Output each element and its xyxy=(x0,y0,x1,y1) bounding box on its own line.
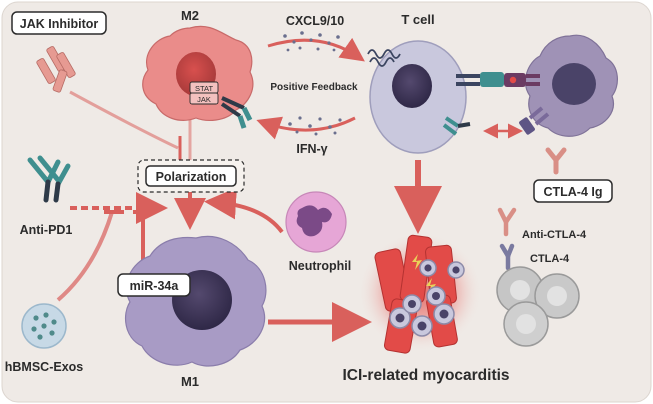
myocarditis-tissue xyxy=(358,232,482,354)
cxcl-particles xyxy=(283,31,340,52)
antigen-presenting-cell xyxy=(504,34,618,137)
mir34a-label: miR-34a xyxy=(130,279,180,293)
stat-label: STAT xyxy=(195,84,213,93)
cxcl-label: CXCL9/10 xyxy=(286,14,344,28)
polarization-label: Polarization xyxy=(156,170,227,184)
jak-inhibitor-line xyxy=(69,90,179,150)
neutrophil-cell xyxy=(285,191,347,253)
m1-label: M1 xyxy=(181,374,199,389)
treg-cell-cluster xyxy=(496,266,580,347)
hbmsc-exosome-icon xyxy=(21,303,67,349)
jak-inhibitor-label-box: JAK Inhibitor xyxy=(11,11,107,35)
ici-myocarditis-label: ICI-related myocarditis xyxy=(342,367,509,384)
damage-bolt-icon xyxy=(426,278,436,294)
ctla4-label: CTLA-4 xyxy=(530,253,570,265)
cxcl-arrow xyxy=(267,37,365,62)
tcr-receptor xyxy=(456,72,504,87)
ifn-label: IFN-γ xyxy=(296,142,327,156)
t-cell-label: T cell xyxy=(401,12,434,27)
m2-label: M2 xyxy=(181,8,199,23)
ctla4-ig-antibody-icon xyxy=(545,147,567,175)
neutrophil-arrow xyxy=(204,187,284,234)
anti-ctla4-antibody-icon xyxy=(497,207,517,237)
anti-pd1-antibody-icon xyxy=(27,155,71,203)
pd1-receptor xyxy=(442,116,471,136)
mir34a-label-box: miR-34a xyxy=(117,273,191,297)
t-cell-nucleus xyxy=(392,64,432,108)
t-cell xyxy=(367,40,504,154)
anti-pd1-label: Anti-PD1 xyxy=(20,223,73,237)
jak-inhibitor-label: JAK Inhibitor xyxy=(20,17,99,31)
ifn-arrow xyxy=(256,116,356,140)
antigen-peptide xyxy=(509,76,517,84)
hbmsc-inhibit-line xyxy=(56,211,114,302)
jak-inhibitor-molecule-icon xyxy=(36,46,76,93)
positive-feedback-label: Positive Feedback xyxy=(270,82,358,93)
jak-label: JAK xyxy=(197,95,211,104)
m2-ifn-receptor xyxy=(220,96,253,129)
polarization-box: Polarization xyxy=(137,159,245,193)
ctla4-ig-label: CTLA-4 Ig xyxy=(543,185,602,199)
neutrophil-label: Neutrophil xyxy=(289,259,352,273)
cxcr3-receptor-icon xyxy=(367,49,401,67)
ifn-particles xyxy=(288,116,342,136)
ctla4-receptor-icon xyxy=(499,243,515,271)
apc-nucleus xyxy=(552,63,596,105)
anti-ctla4-label: Anti-CTLA-4 xyxy=(522,229,587,241)
damage-bolt-icon xyxy=(412,254,422,270)
hbmsc-label: hBMSC-Exos xyxy=(5,360,84,374)
arrows xyxy=(56,37,523,342)
m2-macrophage: STAT JAK xyxy=(142,25,254,129)
stat-jak-box: STAT JAK xyxy=(189,81,219,105)
neutrophil-nucleus xyxy=(296,205,332,237)
ctla4-ig-label-box: CTLA-4 Ig xyxy=(533,179,613,203)
